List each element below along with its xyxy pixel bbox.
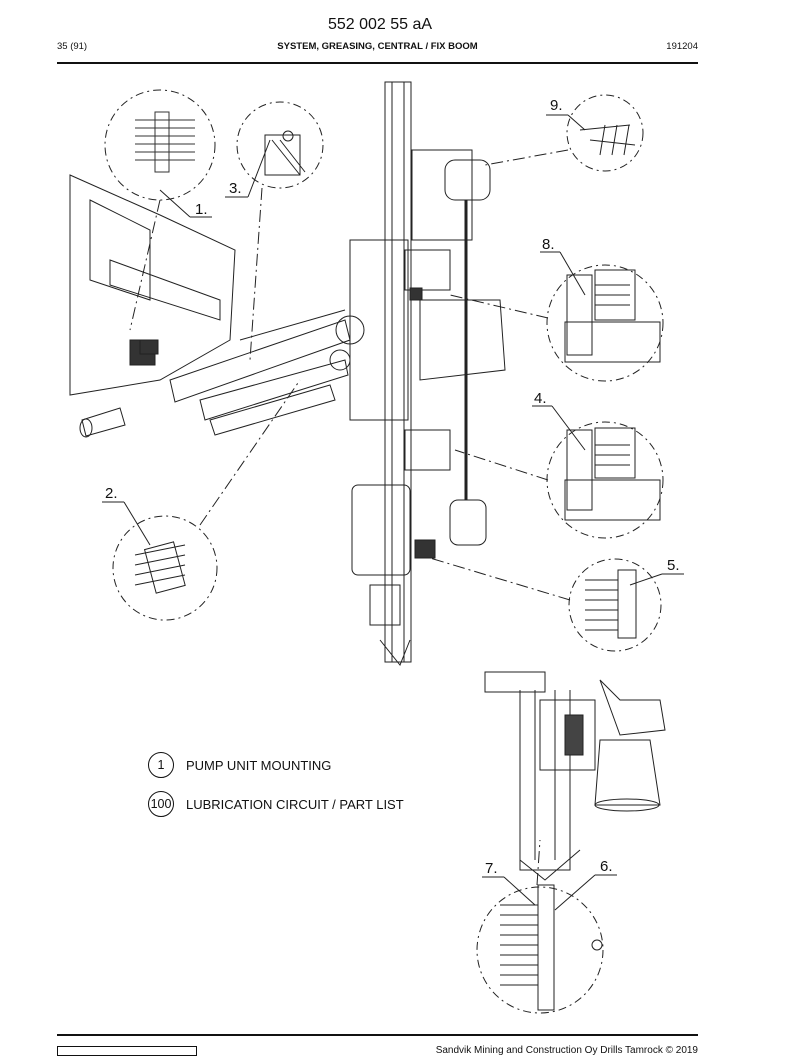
callout-9: 9. [550,97,563,114]
detail-circle-4 [546,421,664,539]
reference-circle: 100 [148,791,174,817]
callout-8: 8. [542,236,555,253]
detail-circle-6-7 [476,884,604,1014]
legend-item-lubrication-circuit[interactable]: 100 LUBRICATION CIRCUIT / PART LIST [148,791,404,817]
page-title: SYSTEM, GREASING, CENTRAL / FIX BOOM [277,41,478,52]
service-position-view [484,671,666,881]
document-date: 191204 [666,41,698,52]
legend-item-pump-unit[interactable]: 1 PUMP UNIT MOUNTING [148,752,331,778]
header-rule [57,62,698,64]
boom-mast [349,81,506,666]
page-number: 35 (91) [57,41,88,52]
brand-logo [57,1046,197,1056]
detail-circle-8 [546,264,664,382]
page-header: 35 (91) SYSTEM, GREASING, CENTRAL / FIX … [57,41,698,55]
callout-2: 2. [105,485,118,502]
legend-label: LUBRICATION CIRCUIT / PART LIST [186,796,404,812]
callout-6: 6. [600,858,613,875]
callout-1: 1. [195,201,208,218]
carrier-frame [69,174,236,438]
leader-lines [129,149,571,886]
detail-circle-9 [566,94,644,172]
reference-circle: 1 [148,752,174,778]
detail-circle-2 [112,515,218,621]
detail-circle-3 [236,101,324,189]
callout-3: 3. [229,180,242,197]
footer-copyright: Sandvik Mining and Construction Oy Drill… [435,1045,698,1056]
detail-circle-1 [104,89,216,201]
callout-7: 7. [485,860,498,877]
boom-arms [139,309,365,436]
detail-circle-5 [568,558,662,652]
callout-leaders [102,114,684,911]
footer-rule [57,1034,698,1036]
document-number: 552 002 55 aA [327,16,433,33]
legend-label: PUMP UNIT MOUNTING [186,757,332,773]
callout-4: 4. [534,390,547,407]
callout-5: 5. [667,557,680,574]
